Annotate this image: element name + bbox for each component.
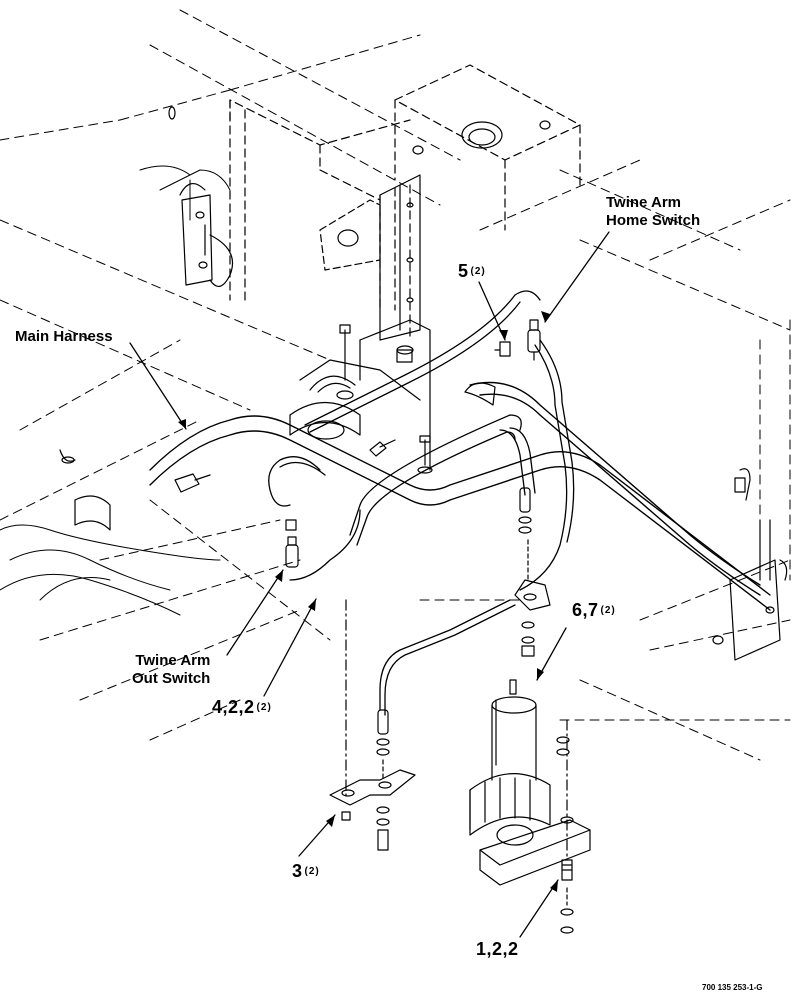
callout-1-2-2-number: 1,2,2 <box>476 939 519 959</box>
twine-arm-out-switch-label: Twine Arm Out Switch <box>132 652 210 688</box>
out-switch-sensor <box>285 519 299 568</box>
callout-5-qty: (2) <box>470 266 486 277</box>
bracket-3 <box>329 599 416 851</box>
callout-4-2-2-qty: (2) <box>256 702 272 713</box>
out-switch-label-line1: Twine Arm <box>135 652 211 669</box>
lower-clamp <box>74 495 111 531</box>
callout-4-2-2-number: 4,2,2 <box>212 697 255 717</box>
connector-a <box>518 487 532 534</box>
callout-3-number: 3 <box>292 861 303 881</box>
left-harness-bundle <box>0 165 231 616</box>
frame-outline <box>0 9 791 761</box>
callout-5: 5(2) <box>458 262 486 281</box>
twine-arm-home-switch-label: Twine Arm Home Switch <box>606 194 700 230</box>
callout-4-2-2: 4,2,2(2) <box>212 698 272 717</box>
vertical-post <box>229 99 411 341</box>
arrowheads <box>178 311 558 892</box>
callout-6-7-qty: (2) <box>600 605 616 616</box>
bracket-6-7 <box>514 539 551 657</box>
right-bracket <box>712 468 788 661</box>
out-switch-label-line2: Out Switch <box>132 670 211 687</box>
gear-post <box>469 679 591 886</box>
hardware-right <box>556 719 574 934</box>
home-switch-label-line2: Home Switch <box>606 212 701 229</box>
callout-5-number: 5 <box>458 261 469 281</box>
callout-1-2-2: 1,2,2 <box>476 940 519 958</box>
connector-b <box>376 709 390 756</box>
home-switch-label-line1: Twine Arm <box>606 194 682 211</box>
mount-plate <box>289 319 431 471</box>
callout-6-7: 6,7(2) <box>572 601 616 620</box>
main-harness-tube <box>149 381 771 611</box>
hardware-center <box>174 324 433 493</box>
main-harness-label: Main Harness <box>15 328 113 345</box>
upper-block <box>394 64 581 231</box>
home-switch-sensor <box>527 319 541 361</box>
callout-3-qty: (2) <box>304 866 320 877</box>
switch-harness <box>268 290 575 716</box>
left-clamp <box>179 183 234 287</box>
callout-3: 3(2) <box>292 862 320 881</box>
block-hole <box>461 121 503 149</box>
reference-number: 700 135 253-1-G <box>702 983 763 992</box>
callout-6-7-number: 6,7 <box>572 600 599 620</box>
